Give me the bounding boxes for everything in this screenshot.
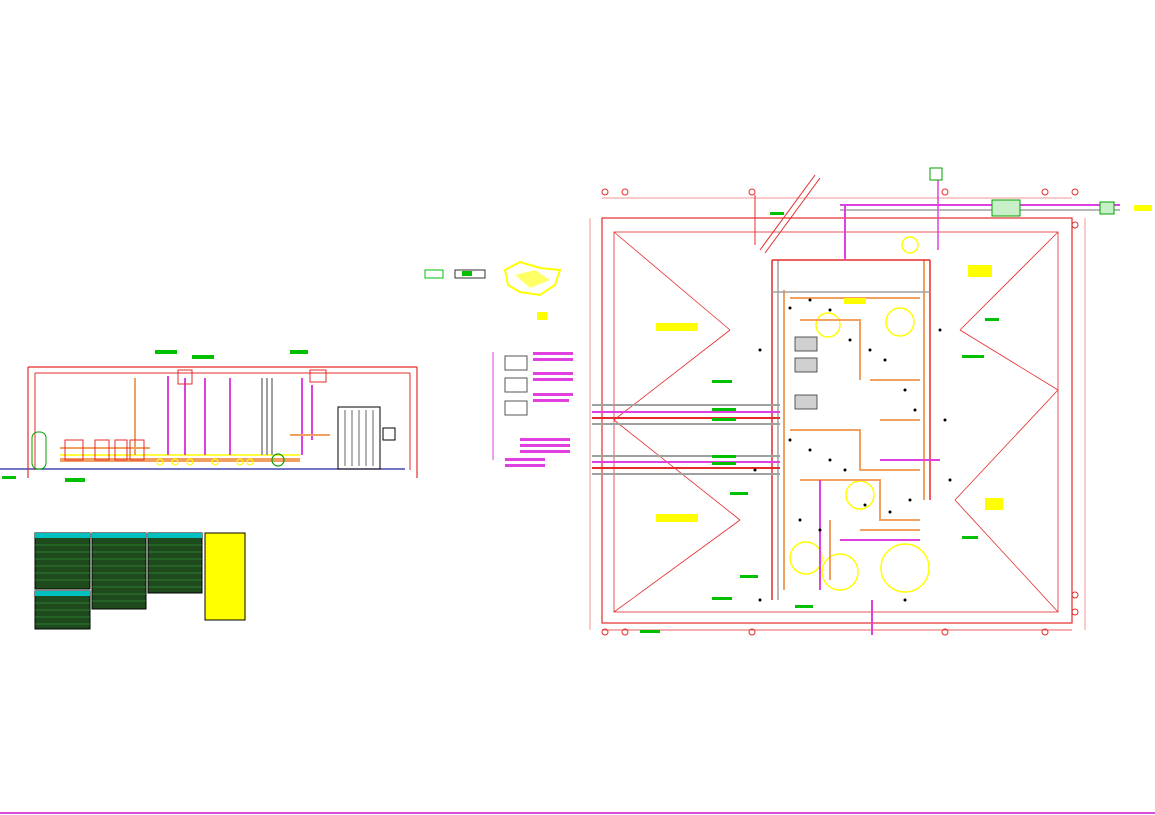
drawing-border-line — [0, 812, 1155, 814]
piping-elevation-view — [0, 350, 418, 482]
symbol-legend — [492, 352, 573, 467]
piping-floor-plan — [589, 167, 1152, 636]
equipment-schedule-tables — [34, 532, 246, 630]
equipment-detail-view — [424, 260, 562, 320]
